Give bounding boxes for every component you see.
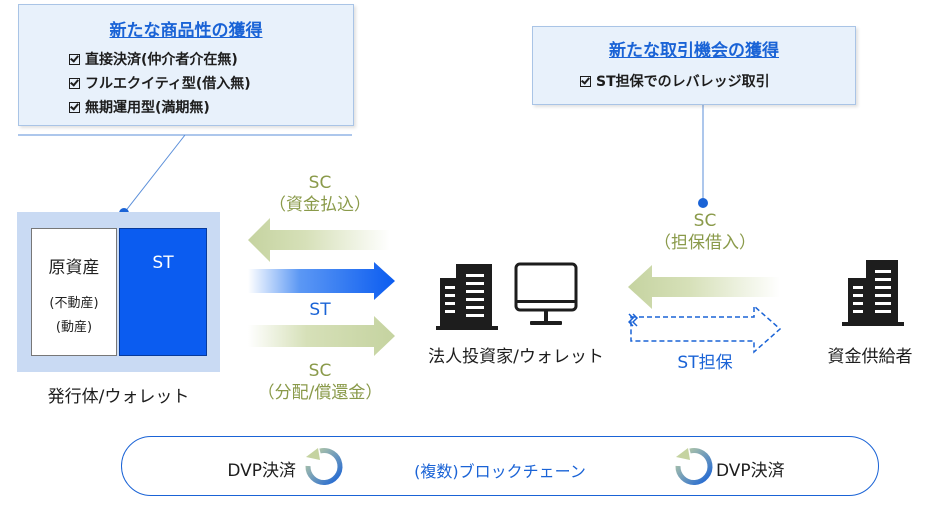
checkbox-icon <box>69 78 80 89</box>
investor-icons <box>436 262 578 330</box>
supplier-label: 資金供給者 <box>827 347 913 367</box>
sc-collateral-loan-arrow <box>628 265 780 309</box>
checkbox-icon <box>580 76 591 87</box>
blockchain-pill <box>121 436 879 496</box>
right-connector-dot <box>698 198 708 208</box>
st-token-box: ST <box>119 228 207 356</box>
left-callout-item: フルエクイティ型(借入無) <box>69 73 251 93</box>
investor-label: 法人投資家/ウォレット <box>428 347 604 367</box>
asset-label: 原資産 <box>48 258 100 278</box>
sc-payment-arrow <box>248 218 390 262</box>
issuer-block: 原資産 (不動産) (動産) ST <box>17 212 220 372</box>
sc-payment-label: SC（資金払込） <box>269 173 371 215</box>
refresh-cycle-icon-left <box>305 448 343 485</box>
issuer-caption: 発行体/ウォレット <box>47 387 190 407</box>
right-callout-item: ST担保でのレバレッジ取引 <box>580 71 770 91</box>
computer-monitor-icon <box>514 262 578 325</box>
st-flow-label: ST <box>309 300 331 320</box>
st-token-label: ST <box>152 253 174 273</box>
right-callout-title: 新たな取引機会の獲得 <box>609 41 779 61</box>
dvp-left-label: DVP決済 <box>227 461 296 481</box>
st-collateral-arrow <box>630 304 782 354</box>
checkbox-icon <box>69 102 80 113</box>
blockchain-label: (複数)ブロックチェーン <box>414 462 586 481</box>
left-flow-arrows <box>248 218 395 356</box>
supplier-building-icon <box>842 260 904 326</box>
left-connector-line <box>123 134 186 214</box>
right-callout: 新たな取引機会の獲得 ST担保でのレバレッジ取引 <box>532 26 856 105</box>
asset-sub-realestate: (不動産) <box>49 296 99 311</box>
st-delivery-arrow <box>248 262 395 300</box>
left-callout-item: 無期運用型(満期無) <box>69 97 251 117</box>
sc-distribution-arrow <box>248 316 395 356</box>
break-mark-icon <box>628 313 635 327</box>
checkbox-icon <box>69 54 80 65</box>
left-callout: 新たな商品性の獲得 直接決済(仲介者介在無) フルエクイティ型(借入無) 無期運… <box>18 4 354 126</box>
building-icon <box>436 264 498 330</box>
left-callout-title: 新たな商品性の獲得 <box>109 21 263 41</box>
underlying-asset-box: 原資産 (不動産) (動産) <box>31 228 117 356</box>
st-collateral-label: ST担保 <box>677 353 733 373</box>
sc-collateral-loan-label: SC（担保借入） <box>654 211 756 253</box>
asset-sub-movable: (動産) <box>55 320 93 335</box>
refresh-cycle-icon-right <box>675 448 713 485</box>
sc-distribution-label: SC（分配/償還金） <box>257 361 383 403</box>
right-flow-arrows <box>628 265 782 354</box>
left-callout-item: 直接決済(仲介者介在無) <box>69 49 251 69</box>
dvp-right-label: DVP決済 <box>716 461 785 481</box>
